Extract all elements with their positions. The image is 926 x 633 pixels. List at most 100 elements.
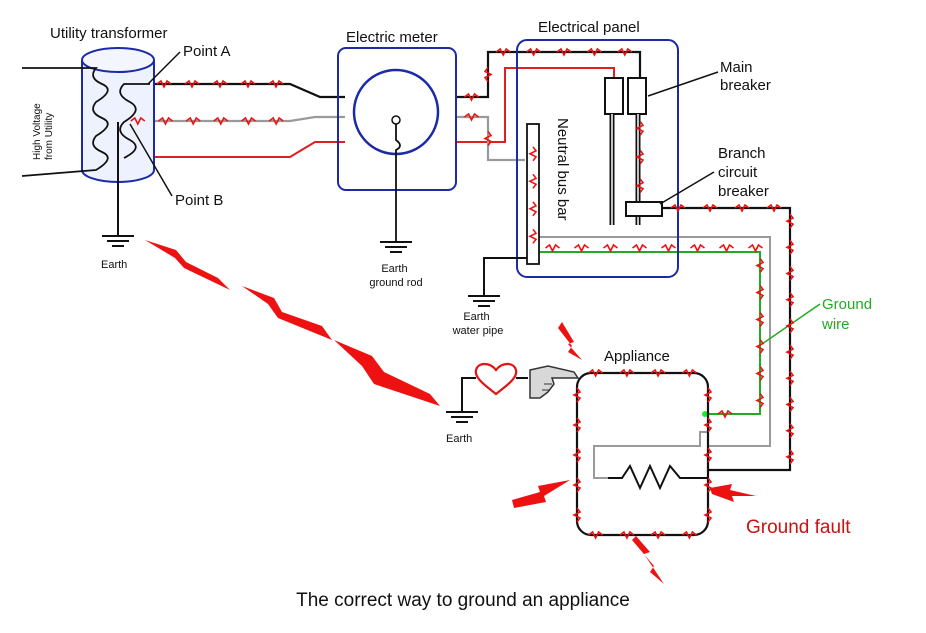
neutral-bus-bar-label: Neutral bus bar bbox=[554, 118, 571, 221]
current-zigzag-marker bbox=[572, 447, 582, 463]
neutral-bus-bar bbox=[526, 123, 540, 265]
current-zigzag-marker bbox=[572, 417, 582, 433]
current-zigzag-marker bbox=[702, 203, 718, 213]
current-zigzag-marker bbox=[586, 47, 602, 57]
current-zigzag-marker bbox=[785, 239, 795, 255]
utility-transformer-label: Utility transformer bbox=[50, 25, 168, 42]
current-zigzag-marker bbox=[528, 228, 538, 244]
meter-ground-lead bbox=[395, 124, 401, 242]
current-zigzag-marker bbox=[212, 79, 228, 89]
current-zigzag-marker bbox=[650, 368, 666, 378]
lightning-bolt-1 bbox=[145, 240, 230, 290]
high-voltage-label: High Voltage from Utility bbox=[32, 101, 55, 161]
current-zigzag-marker bbox=[703, 387, 713, 403]
current-zigzag-marker bbox=[785, 449, 795, 465]
person-earth-wire bbox=[461, 377, 476, 412]
earth-water-label: Earth water pipe bbox=[452, 311, 504, 337]
electric-meter-label: Electric meter bbox=[346, 29, 438, 46]
lightning-bolt-left-fault bbox=[512, 480, 570, 508]
ground-fault-label: Ground fault bbox=[746, 517, 851, 538]
appliance-label: Appliance bbox=[604, 348, 670, 365]
diagram-caption: The correct way to ground an appliance bbox=[296, 590, 630, 611]
current-zigzag-marker bbox=[156, 79, 172, 89]
current-zigzag-marker bbox=[785, 318, 795, 334]
point-b-pointer bbox=[129, 123, 173, 197]
ground-wire bbox=[538, 251, 761, 415]
current-zigzag-marker bbox=[755, 339, 765, 354]
earth-transformer-label: Earth bbox=[101, 259, 127, 271]
current-zigzag-marker bbox=[603, 243, 618, 253]
current-zigzag-marker bbox=[545, 243, 560, 253]
earth-symbol-meter bbox=[380, 241, 412, 253]
current-zigzag-marker bbox=[130, 116, 146, 126]
current-zigzag-marker bbox=[268, 79, 284, 89]
main-breaker-left bbox=[604, 77, 624, 115]
lightning-bolt-hand bbox=[558, 322, 582, 360]
current-zigzag-marker bbox=[632, 243, 647, 253]
hot-wire-meter-to-panel bbox=[455, 50, 642, 99]
current-zigzag-marker bbox=[572, 507, 582, 523]
earth-symbol-transformer bbox=[102, 235, 134, 247]
current-zigzag-marker bbox=[184, 79, 200, 89]
current-zigzag-marker bbox=[703, 507, 713, 523]
branch-hot-wire bbox=[662, 206, 792, 472]
current-zigzag-marker bbox=[213, 116, 229, 126]
earth-person-label: Earth bbox=[446, 433, 472, 445]
current-zigzag-marker bbox=[748, 243, 763, 253]
lightning-bolt-3 bbox=[334, 340, 440, 406]
lightning-bolt-right-fault bbox=[710, 484, 756, 502]
meter-terminal bbox=[391, 115, 401, 125]
current-zigzag-marker bbox=[766, 203, 782, 213]
lightning-bolt-2 bbox=[242, 286, 332, 340]
hot-wire-line-to-meter bbox=[150, 82, 345, 99]
lightning-bolt-bottom-fault bbox=[632, 536, 664, 584]
current-zigzag-marker bbox=[268, 116, 284, 126]
current-zigzag-marker bbox=[755, 285, 765, 300]
current-zigzag-marker bbox=[755, 312, 765, 327]
current-zigzag-marker bbox=[185, 116, 201, 126]
current-zigzag-marker bbox=[703, 477, 713, 493]
electrical-panel-box bbox=[516, 39, 679, 278]
meter-dial bbox=[352, 68, 440, 156]
point-a-label: Point A bbox=[183, 43, 231, 60]
appliance-enclosure bbox=[575, 371, 710, 537]
current-zigzag-marker bbox=[785, 344, 795, 360]
current-zigzag-marker bbox=[670, 203, 686, 213]
current-zigzag-marker bbox=[241, 116, 256, 126]
current-zigzag-marker bbox=[703, 447, 713, 463]
current-zigzag-marker bbox=[572, 387, 582, 403]
neutral-wire bbox=[124, 115, 345, 123]
current-zigzag-marker bbox=[785, 213, 795, 229]
current-zigzag-marker bbox=[635, 149, 645, 165]
earth-meter-label: Earth ground rod bbox=[369, 263, 422, 289]
current-zigzag-marker bbox=[661, 243, 676, 253]
current-zigzag-marker bbox=[588, 530, 604, 540]
current-zigzag-marker bbox=[681, 530, 697, 540]
current-zigzag-marker bbox=[240, 79, 256, 89]
branch-breaker-pointer bbox=[659, 171, 715, 205]
current-zigzag-marker bbox=[495, 47, 511, 57]
point-a-pointer bbox=[147, 51, 181, 85]
fault-current-path bbox=[145, 240, 756, 584]
main-breaker-right bbox=[627, 77, 647, 115]
water-pipe-earth-wire bbox=[483, 257, 527, 296]
secondary-coil bbox=[119, 83, 150, 159]
current-zigzag-marker bbox=[755, 393, 765, 408]
electrical-panel-label: Electrical panel bbox=[538, 19, 640, 36]
current-zigzag-marker bbox=[635, 178, 645, 194]
current-zigzag-marker bbox=[785, 370, 795, 386]
current-zigzag-marker bbox=[681, 368, 697, 378]
current-zigzag-marker bbox=[483, 67, 493, 82]
branch-neutral-wire bbox=[538, 236, 771, 479]
current-flow-markers bbox=[130, 47, 795, 540]
current-zigzag-marker bbox=[572, 477, 582, 493]
current-zigzag-marker bbox=[483, 131, 493, 146]
current-zigzag-marker bbox=[158, 116, 173, 126]
earth-symbol-person bbox=[446, 411, 478, 423]
pointing-hand-icon bbox=[529, 365, 580, 399]
current-zigzag-marker bbox=[719, 243, 734, 253]
ground-wire-junction bbox=[702, 411, 708, 417]
current-zigzag-marker bbox=[734, 203, 750, 213]
